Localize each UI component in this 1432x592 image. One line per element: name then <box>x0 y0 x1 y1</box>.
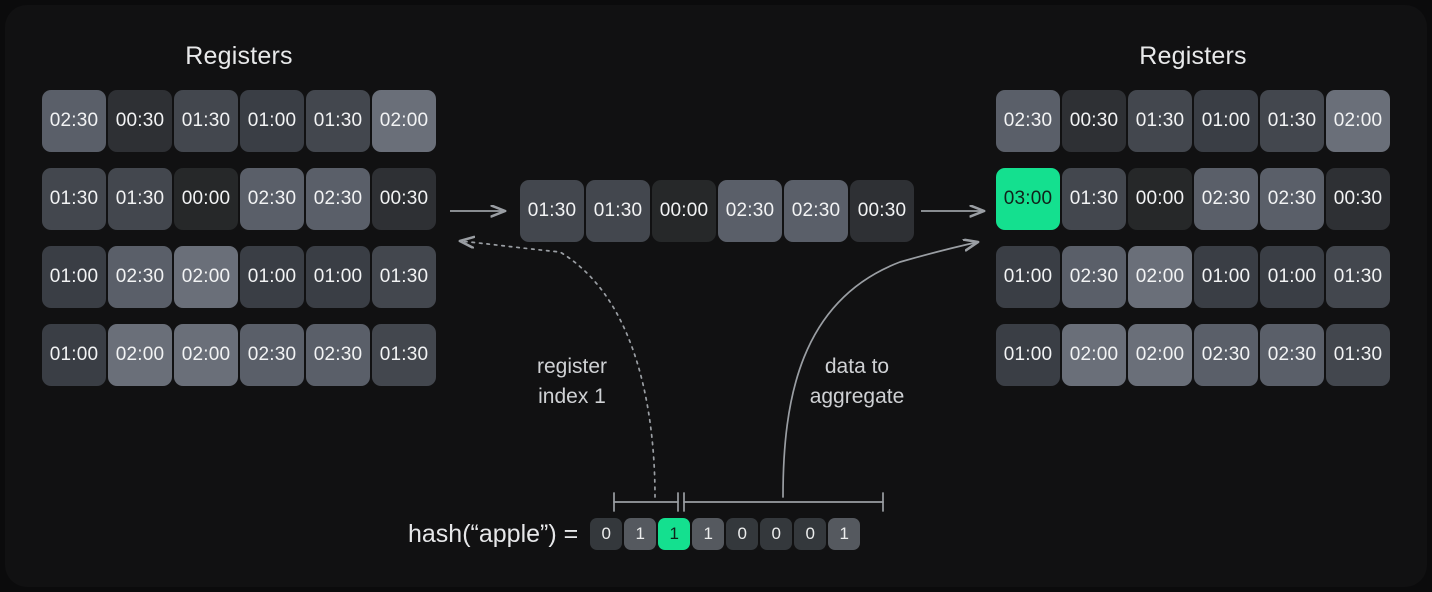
hash-bit: 0 <box>726 518 759 550</box>
register-cell: 02:30 <box>1194 324 1258 386</box>
register-cell: 02:30 <box>1260 168 1324 230</box>
middle-register-cell: 02:30 <box>784 180 848 242</box>
register-cell: 01:30 <box>174 90 238 152</box>
register-index-label: register index 1 <box>536 355 608 408</box>
register-cell: 01:00 <box>996 246 1060 308</box>
hash-bit: 0 <box>794 518 827 550</box>
register-cell: 00:00 <box>1128 168 1192 230</box>
register-cell: 00:30 <box>372 168 436 230</box>
register-cell: 00:30 <box>1062 90 1126 152</box>
register-cell: 01:00 <box>1194 90 1258 152</box>
register-cell: 01:30 <box>306 90 370 152</box>
register-cell: 02:00 <box>1128 324 1192 386</box>
register-cell: 02:00 <box>372 90 436 152</box>
register-cell: 02:00 <box>174 246 238 308</box>
register-cell: 00:30 <box>108 90 172 152</box>
data-to-aggregate-label: data to aggregate <box>809 355 905 408</box>
register-cell: 02:30 <box>1194 168 1258 230</box>
register-cell: 02:30 <box>306 168 370 230</box>
register-cell: 02:30 <box>240 324 304 386</box>
register-cell: 02:30 <box>108 246 172 308</box>
register-cell: 02:30 <box>1062 246 1126 308</box>
register-cell: 01:30 <box>1326 246 1390 308</box>
register-cell: 01:30 <box>108 168 172 230</box>
register-cell: 01:30 <box>1326 324 1390 386</box>
hash-expression-label: hash(“apple”) = <box>408 519 579 548</box>
register-cell: 02:00 <box>1128 246 1192 308</box>
middle-register-cell: 00:00 <box>652 180 716 242</box>
register-cell: 01:00 <box>240 246 304 308</box>
register-cell: 02:00 <box>1326 90 1390 152</box>
register-cell: 01:00 <box>306 246 370 308</box>
middle-register-cell: 01:30 <box>520 180 584 242</box>
register-cell: 02:00 <box>1062 324 1126 386</box>
register-cell: 01:00 <box>996 324 1060 386</box>
register-cell: 01:00 <box>42 246 106 308</box>
middle-register-cell: 00:30 <box>850 180 914 242</box>
hash-bit: 0 <box>760 518 793 550</box>
hash-bit: 1 <box>624 518 657 550</box>
register-cell: 02:30 <box>240 168 304 230</box>
register-cell: 02:30 <box>996 90 1060 152</box>
register-cell: 02:00 <box>174 324 238 386</box>
register-cell: 00:30 <box>1326 168 1390 230</box>
register-cell: 01:30 <box>42 168 106 230</box>
register-cell: 01:30 <box>372 246 436 308</box>
hash-bit-highlighted: 1 <box>658 518 691 550</box>
register-cell-highlighted: 03:00 <box>996 168 1060 230</box>
register-cell: 00:00 <box>174 168 238 230</box>
middle-register-cell: 01:30 <box>586 180 650 242</box>
register-cell: 02:30 <box>42 90 106 152</box>
hash-bit: 1 <box>828 518 861 550</box>
register-cell: 01:00 <box>240 90 304 152</box>
register-cell: 01:30 <box>1128 90 1192 152</box>
hash-bit: 0 <box>590 518 623 550</box>
register-cell: 01:30 <box>372 324 436 386</box>
register-cell: 01:00 <box>1260 246 1324 308</box>
register-cell: 02:30 <box>1260 324 1324 386</box>
register-cell: 01:00 <box>42 324 106 386</box>
register-cell: 01:30 <box>1062 168 1126 230</box>
register-cell: 02:00 <box>108 324 172 386</box>
hash-bit: 1 <box>692 518 725 550</box>
left-panel-title: Registers <box>185 42 293 70</box>
register-cell: 01:30 <box>1260 90 1324 152</box>
register-cell: 01:00 <box>1194 246 1258 308</box>
right-panel-title: Registers <box>1139 42 1247 70</box>
register-cell: 02:30 <box>306 324 370 386</box>
middle-register-cell: 02:30 <box>718 180 782 242</box>
